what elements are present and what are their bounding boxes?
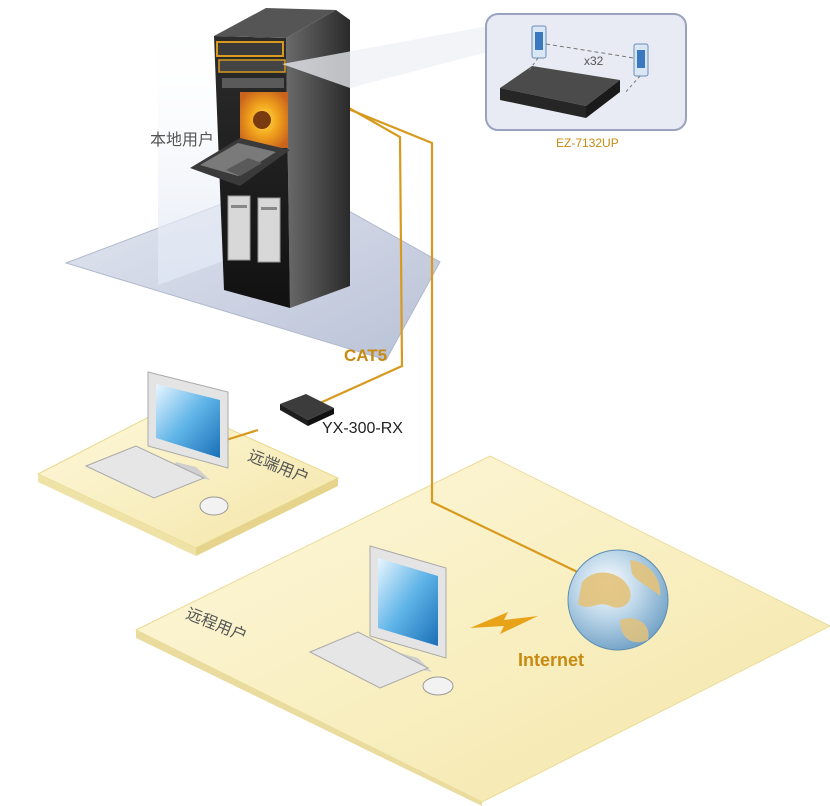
receiver-label: YX-300-RX xyxy=(322,420,403,437)
switch-model-label: EZ-7132UP xyxy=(556,136,619,150)
internet-label: Internet xyxy=(518,650,585,670)
remote-workstation xyxy=(308,545,454,696)
local-user-label: 本地用户 xyxy=(150,130,215,149)
local-platform-glass-wall xyxy=(158,10,226,285)
remote-end-workstation xyxy=(84,371,229,516)
wireless-icon xyxy=(470,612,538,634)
receiver-box xyxy=(280,394,334,426)
internet-globe-icon xyxy=(567,549,669,651)
cable-label: CAT5 xyxy=(344,346,388,365)
server-rack xyxy=(190,8,350,308)
multiplier-label: x32 xyxy=(584,54,604,68)
dongle-icon xyxy=(531,25,649,77)
switch-device-icon xyxy=(500,66,620,118)
